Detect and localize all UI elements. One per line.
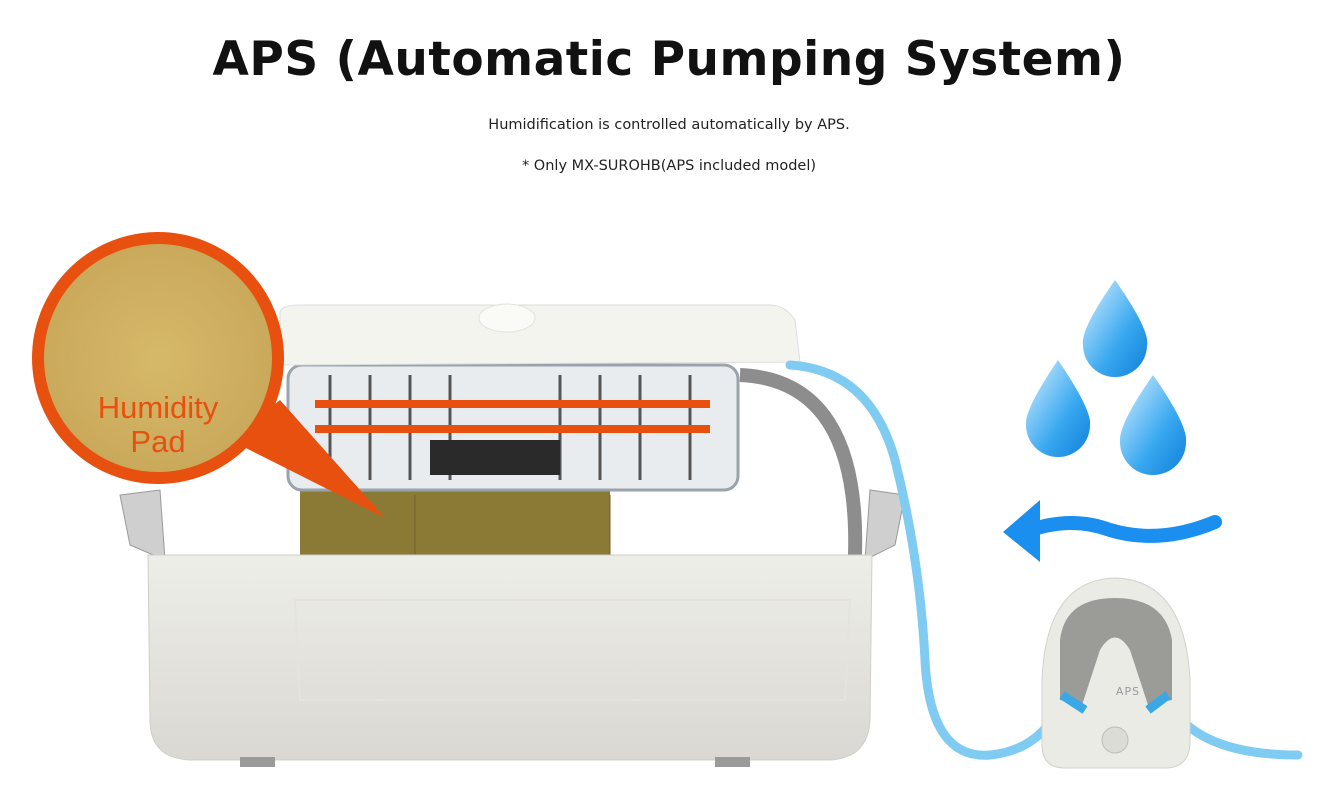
humidity-pad-callout: Humidity Pad: [32, 232, 385, 518]
water-flow-arrow-icon: [1003, 500, 1222, 562]
callout-label-line1: Humidity: [98, 390, 219, 425]
page-title: APS (Automatic Pumping System): [212, 32, 1126, 87]
water-drops-icon: [1025, 280, 1187, 475]
aps-pump-device: APS: [1041, 577, 1191, 769]
humidity-pad: [300, 488, 610, 563]
humidifier-unit: [119, 303, 906, 767]
pump-label: APS: [1116, 685, 1140, 698]
callout-label-line2: Pad: [130, 424, 185, 459]
model-note: * Only MX-SUROHB(APS included model): [521, 158, 817, 174]
description-text: Humidification is controlled automatical…: [488, 117, 850, 133]
